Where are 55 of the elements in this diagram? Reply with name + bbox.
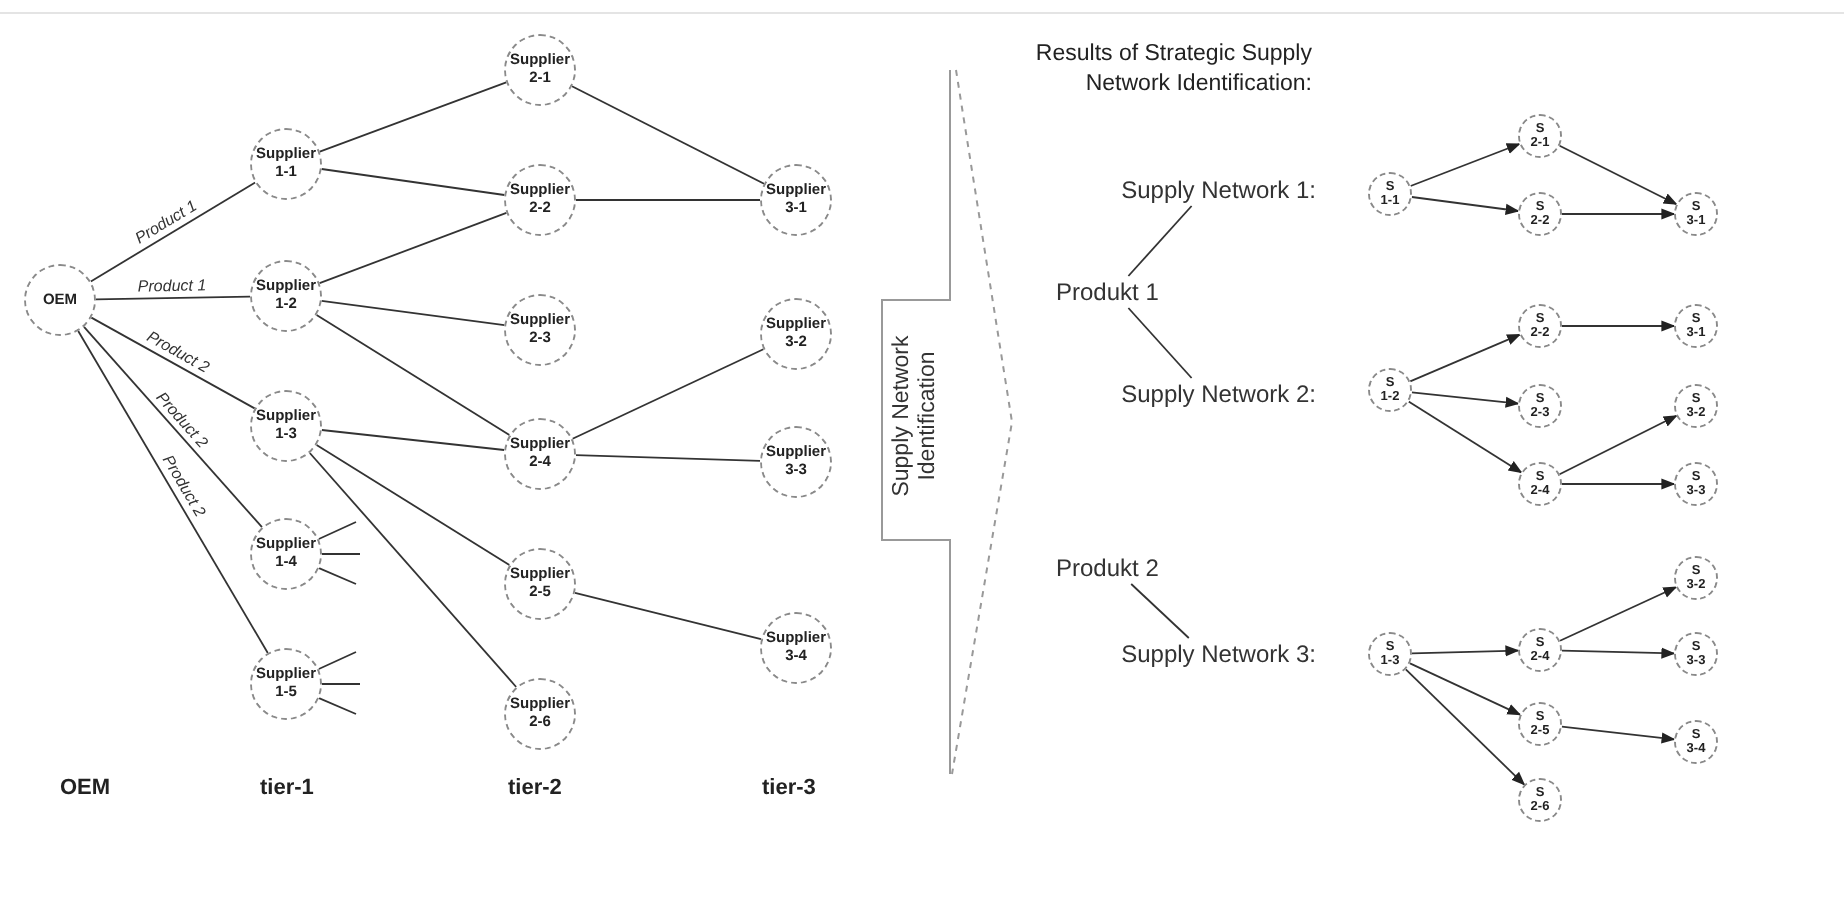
connector-line [89,181,257,283]
tier-label: tier-1 [260,774,314,804]
connector-line [320,429,506,451]
tier-label: OEM [60,774,111,804]
connector-line [321,553,361,555]
arrow [1410,391,1520,408]
connector-line [90,316,256,410]
process-label: Supply Network Identification [888,333,942,501]
arrow [1561,478,1676,490]
arrow [1558,414,1678,476]
arrow [1561,320,1676,332]
tier-label: tier-3 [762,774,816,804]
arrow [1407,400,1523,474]
arrow [1409,143,1521,187]
network-label: Produkt 2 [1056,552,1172,584]
connector-line [321,683,361,685]
arrow [1561,208,1676,220]
connector-line [95,295,251,301]
connector-line [318,211,508,285]
connector-line [83,325,263,529]
network-label: Produkt 1 [1056,276,1172,308]
connector-line [1130,583,1190,639]
connector-line [317,521,357,540]
arrow [1404,668,1526,786]
connector-line [77,330,269,654]
connector-line [320,299,506,327]
connector-line [575,199,761,201]
network-label: Supply Network 2: [1096,378,1316,410]
connector-line [1127,205,1193,277]
connector-line [318,81,508,153]
connector-line [1127,307,1193,379]
connector-line [318,567,357,585]
connector-line [571,85,765,185]
arrow [1411,645,1520,657]
results-heading: Results of Strategic Supply Network Identification: [1033,40,1312,100]
connector-line [318,697,357,715]
arrow [1558,144,1678,206]
network-label: Supply Network 1: [1096,174,1316,206]
connector-line [315,314,511,436]
arrow [1410,196,1520,215]
arrow [1559,586,1678,642]
connector-line [571,348,765,440]
connector-line [308,452,518,688]
arrow [1561,647,1676,659]
connector-line [317,651,357,670]
connector-line [575,454,761,462]
arrow [1409,662,1522,716]
network-label: Supply Network 3: [1096,638,1316,670]
arrow [1560,725,1676,744]
edge-label: Product 1 [138,276,208,296]
arrow [1409,333,1522,383]
connector-line [320,168,506,196]
tier-label: tier-2 [508,774,562,804]
connector-line [315,444,511,566]
connector-line [574,591,762,641]
